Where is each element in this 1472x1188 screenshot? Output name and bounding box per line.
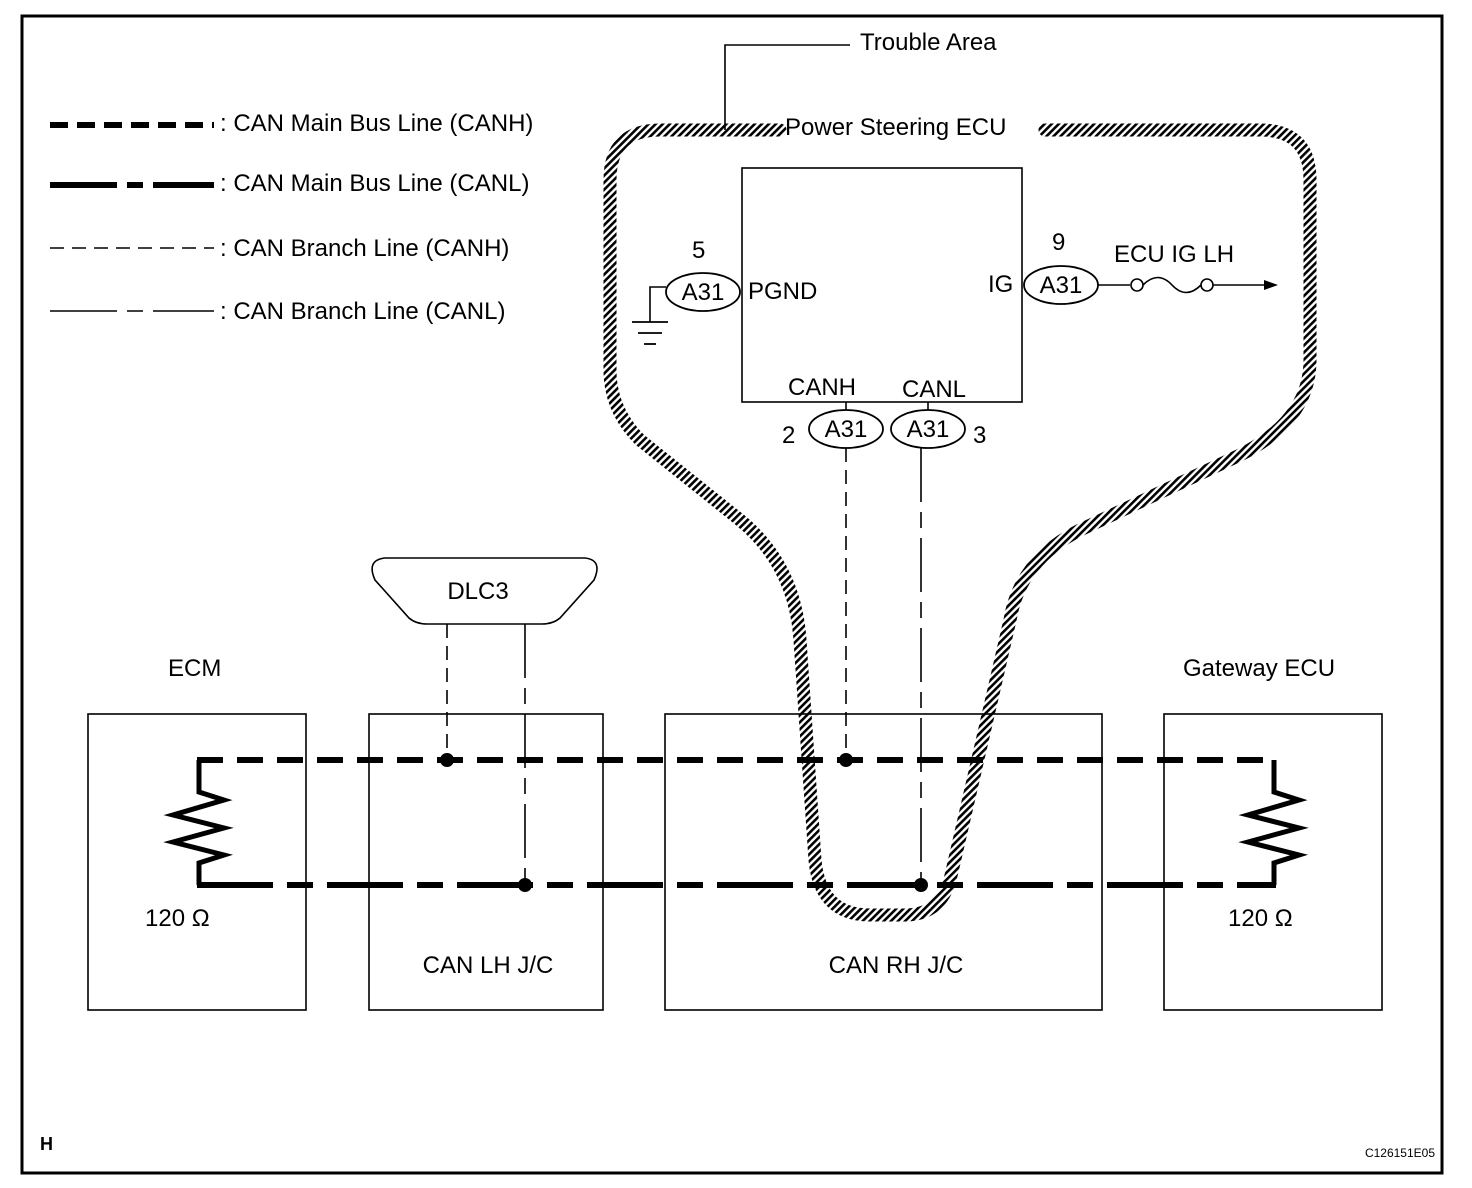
trouble-area: Trouble Area Power Steering ECU — [603, 29, 1317, 922]
junction-dot — [440, 753, 454, 767]
ig-source-label: ECU IG LH — [1114, 241, 1234, 268]
gateway-ecu-label: Gateway ECU — [1183, 655, 1335, 682]
legend-label: : CAN Main Bus Line (CANH) — [220, 110, 533, 137]
gateway-ecu: Gateway ECU 120 Ω — [1163, 655, 1383, 1011]
ecm-label: ECM — [168, 655, 221, 682]
pin-ig: 9 IG A31 ECU IG LH — [988, 229, 1278, 305]
trouble-area-outline — [603, 123, 1317, 922]
power-steering-ecu-label: Power Steering ECU — [785, 114, 1006, 141]
pin-canh: CANH 2 A31 — [782, 374, 884, 449]
pin-number: 9 — [1052, 229, 1065, 256]
figure-frame — [20, 14, 1444, 1175]
pin-name: IG — [988, 271, 1013, 298]
can-lh-jc-box — [368, 713, 604, 1011]
pin-name: CANH — [788, 374, 856, 401]
gateway-ecu-box — [1163, 713, 1383, 1011]
dlc3-connector: DLC3 — [371, 557, 598, 625]
legend-item-branch-canl: : CAN Branch Line (CANL) — [50, 298, 505, 325]
pin-number: 2 — [782, 422, 795, 449]
pin-number: 3 — [973, 422, 986, 449]
junction-dot — [839, 753, 853, 767]
ecm-box — [87, 713, 307, 1011]
connector-label: A31 — [907, 416, 950, 443]
ecm-resistor-value: 120 Ω — [145, 905, 210, 932]
legend-label: : CAN Branch Line (CANL) — [220, 298, 505, 325]
legend: : CAN Main Bus Line (CANH) : CAN Main Bu… — [50, 110, 533, 325]
can-lh-jc-label: CAN LH J/C — [423, 952, 554, 979]
figure-code: C126151E05 — [1365, 1146, 1435, 1160]
legend-item-main-canl: : CAN Main Bus Line (CANL) — [50, 170, 529, 197]
connector-label: A31 — [825, 416, 868, 443]
legend-label: : CAN Main Bus Line (CANL) — [220, 170, 529, 197]
pin-pgnd: 5 A31 PGND — [632, 237, 817, 345]
trouble-area-label: Trouble Area — [860, 29, 997, 56]
junction-dot — [518, 878, 532, 892]
trouble-area-leader — [724, 44, 850, 130]
connector-label: A31 — [682, 279, 725, 306]
dlc3-label: DLC3 — [447, 578, 508, 605]
can-rh-jc: CAN RH J/C — [664, 713, 1103, 1011]
fuse-icon — [1098, 276, 1214, 294]
connector-a31 — [890, 409, 966, 449]
junction-dot — [914, 878, 928, 892]
pin-number: 5 — [692, 237, 705, 264]
pin-name: PGND — [748, 278, 817, 305]
legend-item-main-canh: : CAN Main Bus Line (CANH) — [50, 110, 533, 137]
ground-wire — [649, 286, 666, 322]
connector-a31 — [665, 272, 741, 312]
pin-canl: CANL A31 3 — [890, 376, 986, 449]
page-mark: H — [40, 1134, 53, 1154]
can-rh-jc-label: CAN RH J/C — [829, 952, 964, 979]
can-lh-jc: CAN LH J/C — [368, 713, 604, 1011]
ecm: ECM 120 Ω — [87, 655, 307, 1011]
can-rh-jc-box — [664, 713, 1103, 1011]
legend-label: : CAN Branch Line (CANH) — [220, 235, 509, 262]
connector-label: A31 — [1040, 272, 1083, 299]
power-steering-ecu-box — [741, 167, 1023, 403]
dlc3-shape — [371, 557, 598, 625]
resistor-icon — [1238, 760, 1309, 885]
pin-name: CANL — [902, 376, 966, 403]
power-steering-ecu: 5 A31 PGND 9 IG A31 ECU IG LH — [632, 167, 1278, 449]
gateway-resistor-value: 120 Ω — [1228, 905, 1293, 932]
legend-item-branch-canh: : CAN Branch Line (CANH) — [50, 235, 509, 262]
resistor-icon — [163, 760, 234, 885]
ground-icon — [632, 321, 668, 345]
